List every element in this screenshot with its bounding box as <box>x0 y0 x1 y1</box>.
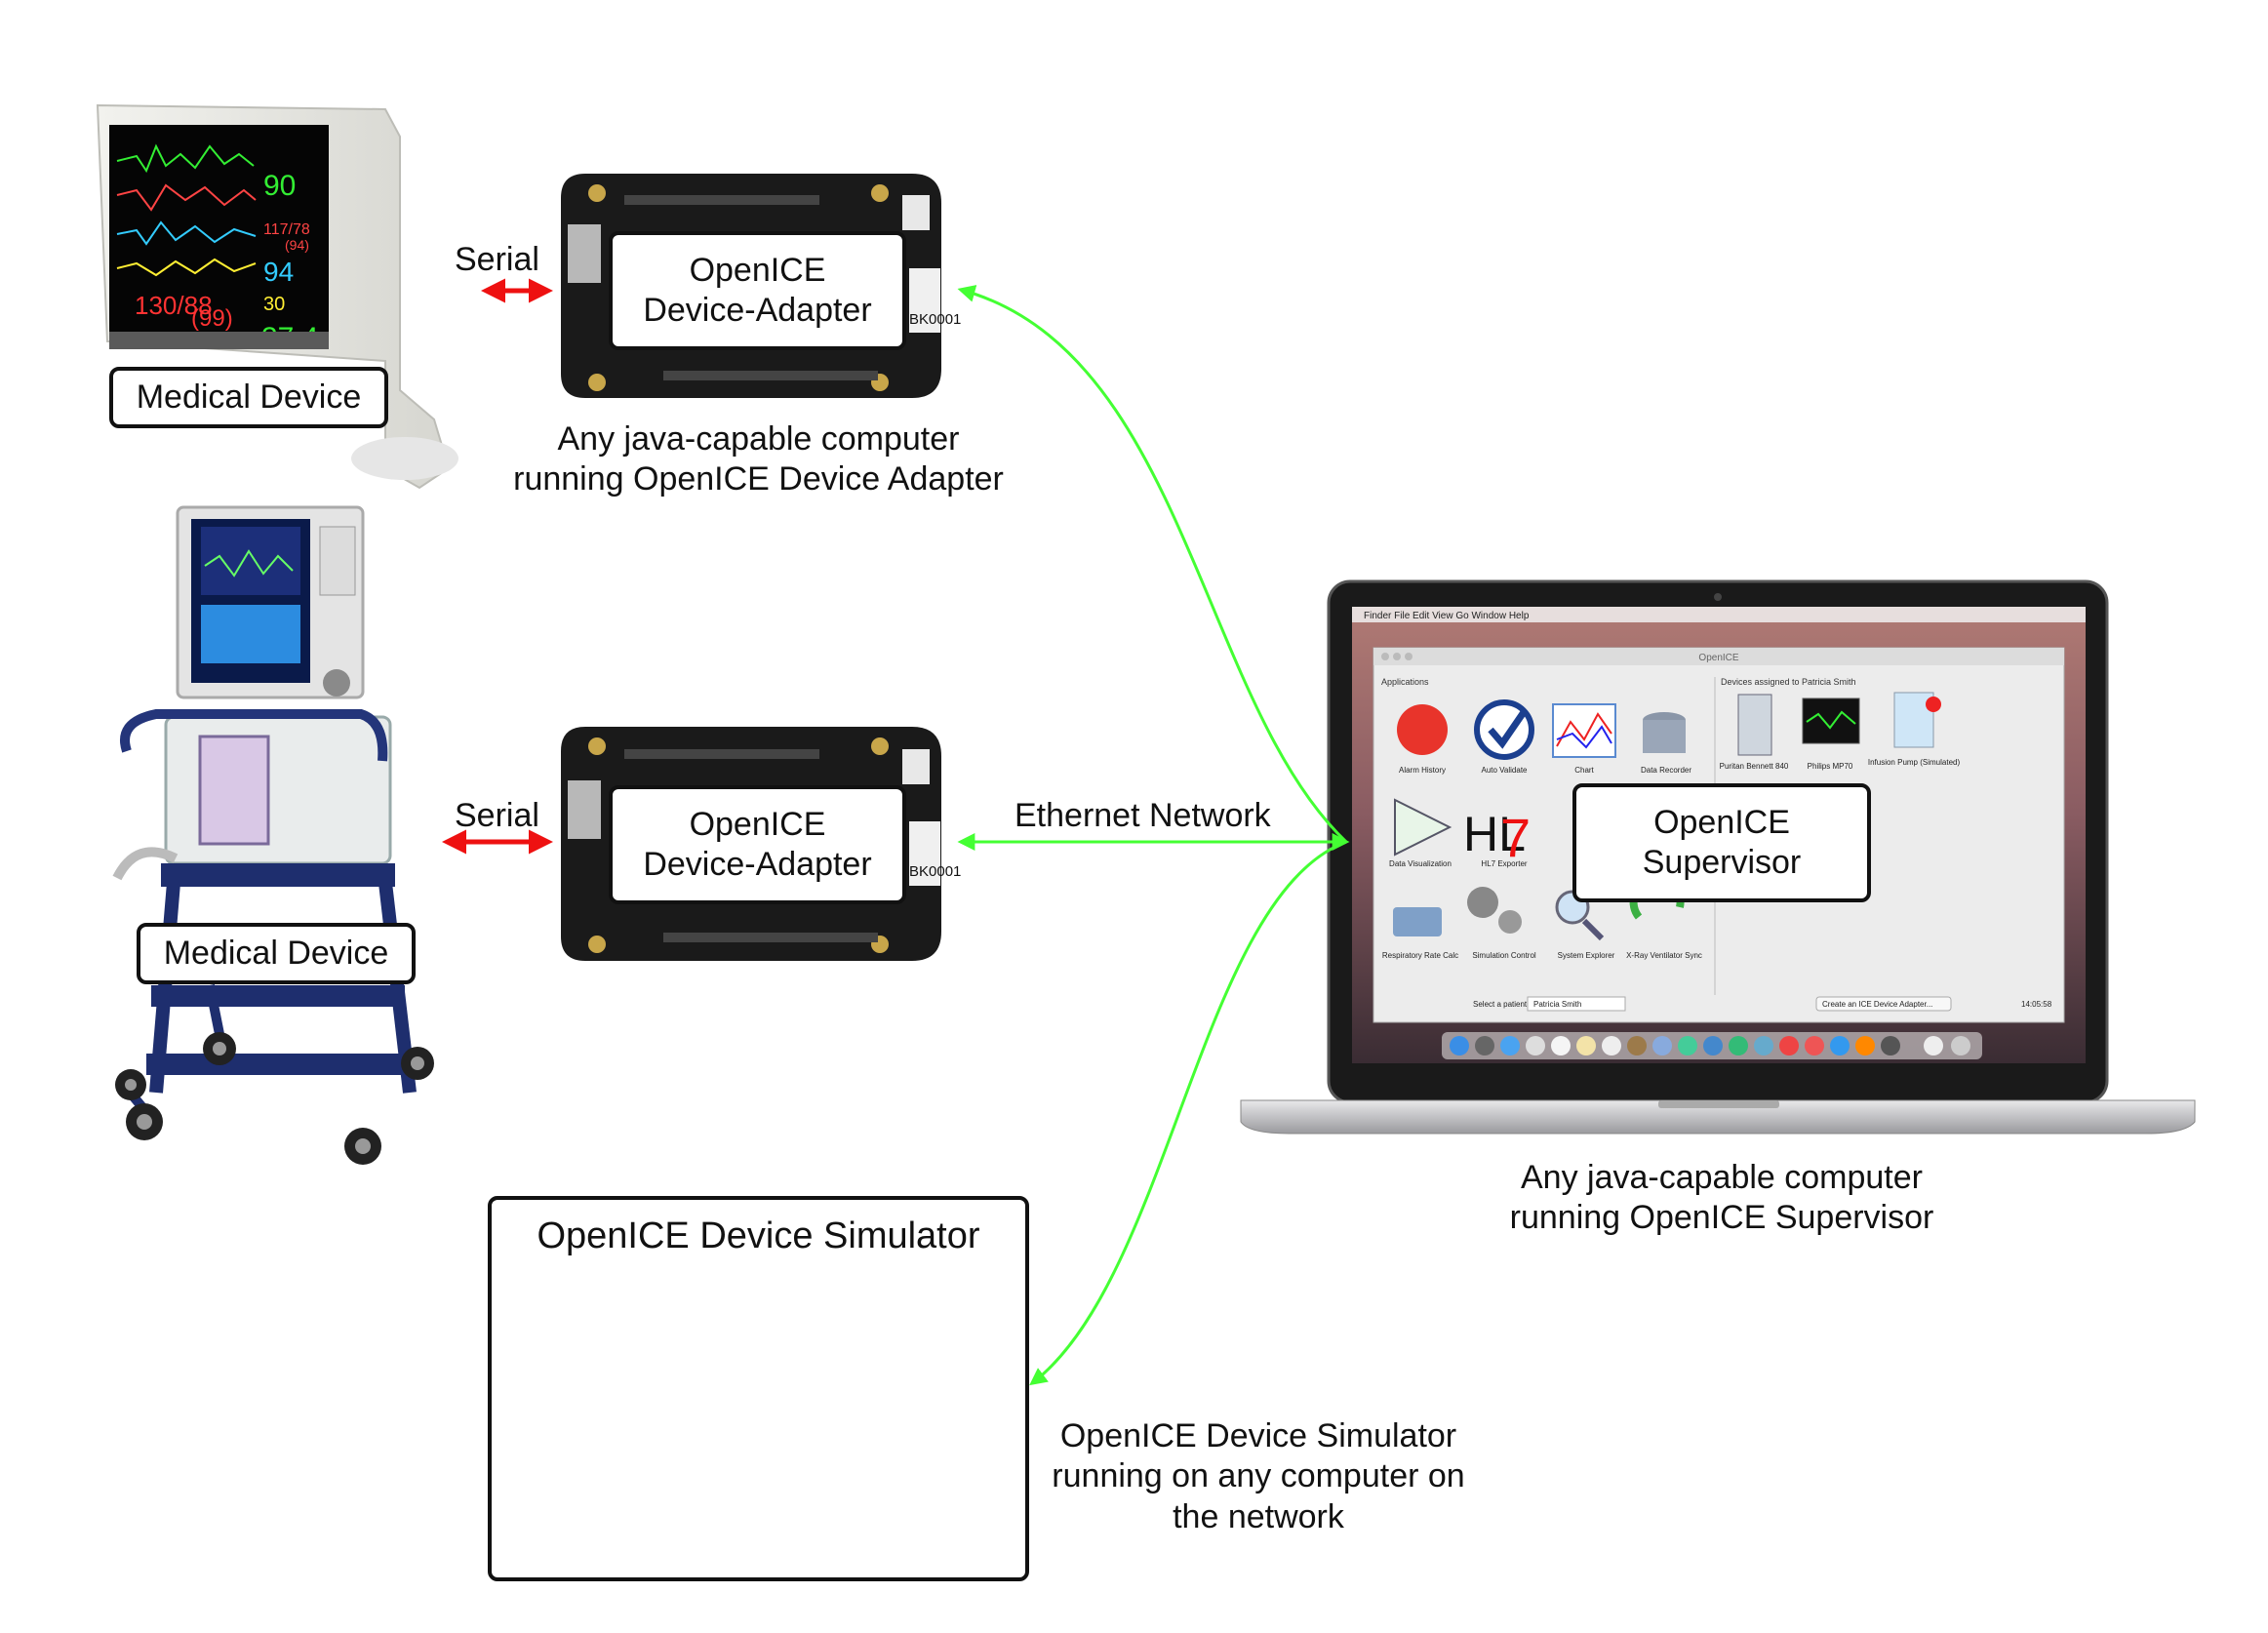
device-simulator-box: OpenICE Device Simulator <box>488 1196 1029 1581</box>
caption-line: the network <box>1173 1497 1344 1535</box>
device-adapter-line2: Device-Adapter <box>643 292 872 329</box>
device-adapter-box-bottom: OpenICE Device-Adapter <box>609 785 906 904</box>
monitor-value: 117/78 <box>263 221 310 238</box>
svg-text:Philips MP70: Philips MP70 <box>1808 762 1853 771</box>
network-link-bottom <box>1029 840 1347 1386</box>
svg-text:HL: HL <box>1463 807 1526 861</box>
device-adapter-line1: OpenICE <box>689 251 826 289</box>
device-adapter-caption: Any java-capable computer running OpenIC… <box>478 419 1039 500</box>
ventilator-image <box>112 505 434 1165</box>
svg-text:OpenICE: OpenICE <box>1698 653 1738 663</box>
svg-text:System Explorer: System Explorer <box>1558 951 1615 960</box>
svg-text:Create an ICE Device Adapter..: Create an ICE Device Adapter... <box>1822 1000 1932 1009</box>
svg-text:14:05:58: 14:05:58 <box>2021 1000 2052 1009</box>
svg-text:Data Recorder: Data Recorder <box>1641 766 1691 775</box>
laptop-image: Finder File Edit View Go Window Help Ope… <box>1240 579 2196 1135</box>
caption-line: running on any computer on <box>1052 1457 1465 1495</box>
medical-device-label-text: Medical Device <box>136 378 362 416</box>
device-simulator-title: OpenICE Device Simulator <box>537 1215 980 1256</box>
svg-text:X-Ray Ventilator Sync: X-Ray Ventilator Sync <box>1626 951 1702 960</box>
medical-device-label-top: Medical Device <box>109 367 388 428</box>
monitor-value: 90 <box>263 170 296 202</box>
svg-text:Devices assigned to Patricia S: Devices assigned to Patricia Smith <box>1721 677 1856 687</box>
device-adapter-line2: Device-Adapter <box>643 846 872 883</box>
svg-text:Finder File Edit View Go Windo: Finder File Edit View Go Window Help <box>1364 611 1530 621</box>
monitor-value: (99) <box>191 305 233 332</box>
serial-label-top: Serial <box>455 241 539 278</box>
svg-text:Alarm History: Alarm History <box>1399 766 1446 775</box>
board-serial-label: BK0001 <box>909 311 961 328</box>
board-serial-label: BK0001 <box>909 863 961 880</box>
serial-label-bottom: Serial <box>455 797 539 834</box>
monitor-value: 94 <box>263 257 294 287</box>
network-link-top <box>957 285 1348 844</box>
supervisor-line2: Supervisor <box>1642 844 1802 881</box>
caption-line: Any java-capable computer <box>1520 1159 1923 1196</box>
svg-text:Respiratory Rate Calc: Respiratory Rate Calc <box>1382 951 1458 960</box>
svg-text:Applications: Applications <box>1381 677 1429 687</box>
monitor-value: (94) <box>285 237 309 253</box>
supervisor-line1: OpenICE <box>1653 803 1790 841</box>
caption-line: OpenICE Device Simulator <box>1059 1417 1457 1454</box>
svg-text:Select a patient:: Select a patient: <box>1473 1000 1529 1009</box>
caption-line: running OpenICE Supervisor <box>1509 1199 1934 1237</box>
caption-line: Any java-capable computer <box>557 420 960 458</box>
caption-line: running OpenICE Device Adapter <box>513 460 1004 498</box>
patient-monitor-image: 90 117/78 (94) 94 130/88 (99) 30 37.4 <box>96 103 458 490</box>
svg-text:Patricia Smith: Patricia Smith <box>1533 1000 1581 1009</box>
svg-text:Auto Validate: Auto Validate <box>1482 766 1529 775</box>
svg-text:Chart: Chart <box>1574 766 1594 775</box>
svg-text:Data Visualization: Data Visualization <box>1389 859 1452 868</box>
device-adapter-box-top: OpenICE Device-Adapter <box>609 231 906 350</box>
svg-text:Simulation Control: Simulation Control <box>1472 951 1536 960</box>
svg-text:Infusion Pump (Simulated): Infusion Pump (Simulated) <box>1868 758 1961 767</box>
supervisor-caption: Any java-capable computer running OpenIC… <box>1444 1158 2000 1239</box>
ethernet-network-label: Ethernet Network <box>1015 797 1271 834</box>
supervisor-box: OpenICE Supervisor <box>1572 783 1871 902</box>
monitor-value: 130/88 <box>135 291 213 320</box>
svg-text:7: 7 <box>1500 807 1531 868</box>
monitor-value: 30 <box>263 294 285 315</box>
svg-text:HL7 Exporter: HL7 Exporter <box>1481 859 1527 868</box>
medical-device-label-text: Medical Device <box>163 934 389 972</box>
svg-text:Puritan Bennett 840: Puritan Bennett 840 <box>1720 762 1789 771</box>
device-adapter-line1: OpenICE <box>689 805 826 843</box>
device-simulator-caption: OpenICE Device Simulator running on any … <box>1024 1416 1492 1537</box>
medical-device-label-bottom: Medical Device <box>137 923 416 984</box>
